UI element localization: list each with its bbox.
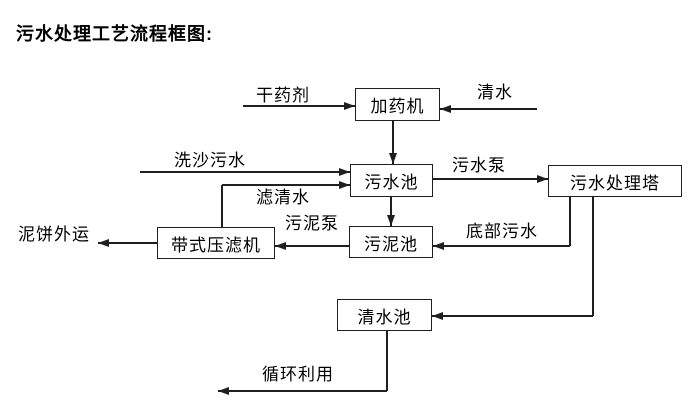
node-label-clean-water-pool: 清水池 [357,307,412,327]
arrowhead-tower-to-clean-pool-line [432,311,443,320]
flow-line-sand-washing-line [140,171,350,173]
flow-line-dosing-to-sewage-pool [392,121,394,164]
flow-line-dry-chemical-line [243,105,355,107]
node-label-belt-filter-press: 带式压滤机 [171,235,261,255]
flow-label-sewage-pump: 污水泵 [452,156,506,175]
node-label-sewage-pool: 污水池 [364,173,419,192]
arrowhead-filtered-water-line [339,180,350,189]
node-belt-filter-press: 带式压滤机 [157,227,275,259]
page-title: 污水处理工艺流程框图: [16,24,213,44]
arrowhead-sewage-to-sludge-pool [386,215,395,226]
node-clean-water-pool: 清水池 [337,299,432,331]
flow-label-recycling-use: 循环利用 [262,365,334,384]
arrowhead-sewage-pump-line [537,174,548,183]
arrowhead-sludge-pump-line [275,241,286,250]
flow-label-sand-washing-sewage: 洗沙污水 [174,151,246,170]
flow-label-filtered-water: 滤清水 [256,188,310,207]
node-label-dosing-machine: 加药机 [370,97,425,116]
arrowhead-bottom-sewage-line [433,241,444,250]
flow-line-bottom-sewage-line [433,245,570,247]
node-dosing-machine: 加药机 [355,88,440,121]
node-label-sewage-treatment-tower: 污水处理塔 [570,173,660,193]
arrowhead-sand-washing-line [339,167,350,176]
node-sludge-pool: 污泥池 [349,226,433,258]
node-sewage-treatment-tower: 污水处理塔 [548,165,682,197]
flow-line-clean-pool-drop [386,331,388,391]
flow-line-filtered-water-line [222,184,350,186]
flow-line-sewage-to-sludge-pool [390,197,392,226]
flow-label-bottom-sewage: 底部污水 [466,222,538,241]
flow-line-mud-cake-line [98,242,157,244]
flow-label-mud-cake-outbound: 泥饼外运 [18,225,90,244]
arrowhead-clean-water-line [440,104,451,113]
arrowhead-dry-chemical-line [344,101,355,110]
flow-line-recycling-line [218,390,387,392]
flow-line-filtered-water-riser [221,185,223,227]
flow-line-tower-to-clean-pool-drop [592,197,594,316]
arrowhead-dosing-to-sewage-pool [388,153,397,164]
flow-line-tower-to-clean-pool-line [432,315,593,317]
flow-label-clean-water: 清水 [477,83,513,102]
flow-label-sludge-pump: 污泥泵 [285,214,339,233]
flow-line-sludge-pump-line [275,245,349,247]
node-label-sludge-pool: 污泥池 [364,234,418,254]
flow-line-clean-water-line [440,108,537,110]
flow-label-dry-chemical: 干药剂 [256,86,310,105]
flow-line-bottom-sewage-drop [569,197,571,246]
arrowhead-mud-cake-line [98,238,109,247]
node-sewage-pool: 污水池 [350,164,433,197]
arrowhead-recycling-line [218,386,229,395]
flow-line-sewage-pump-line [433,178,548,180]
